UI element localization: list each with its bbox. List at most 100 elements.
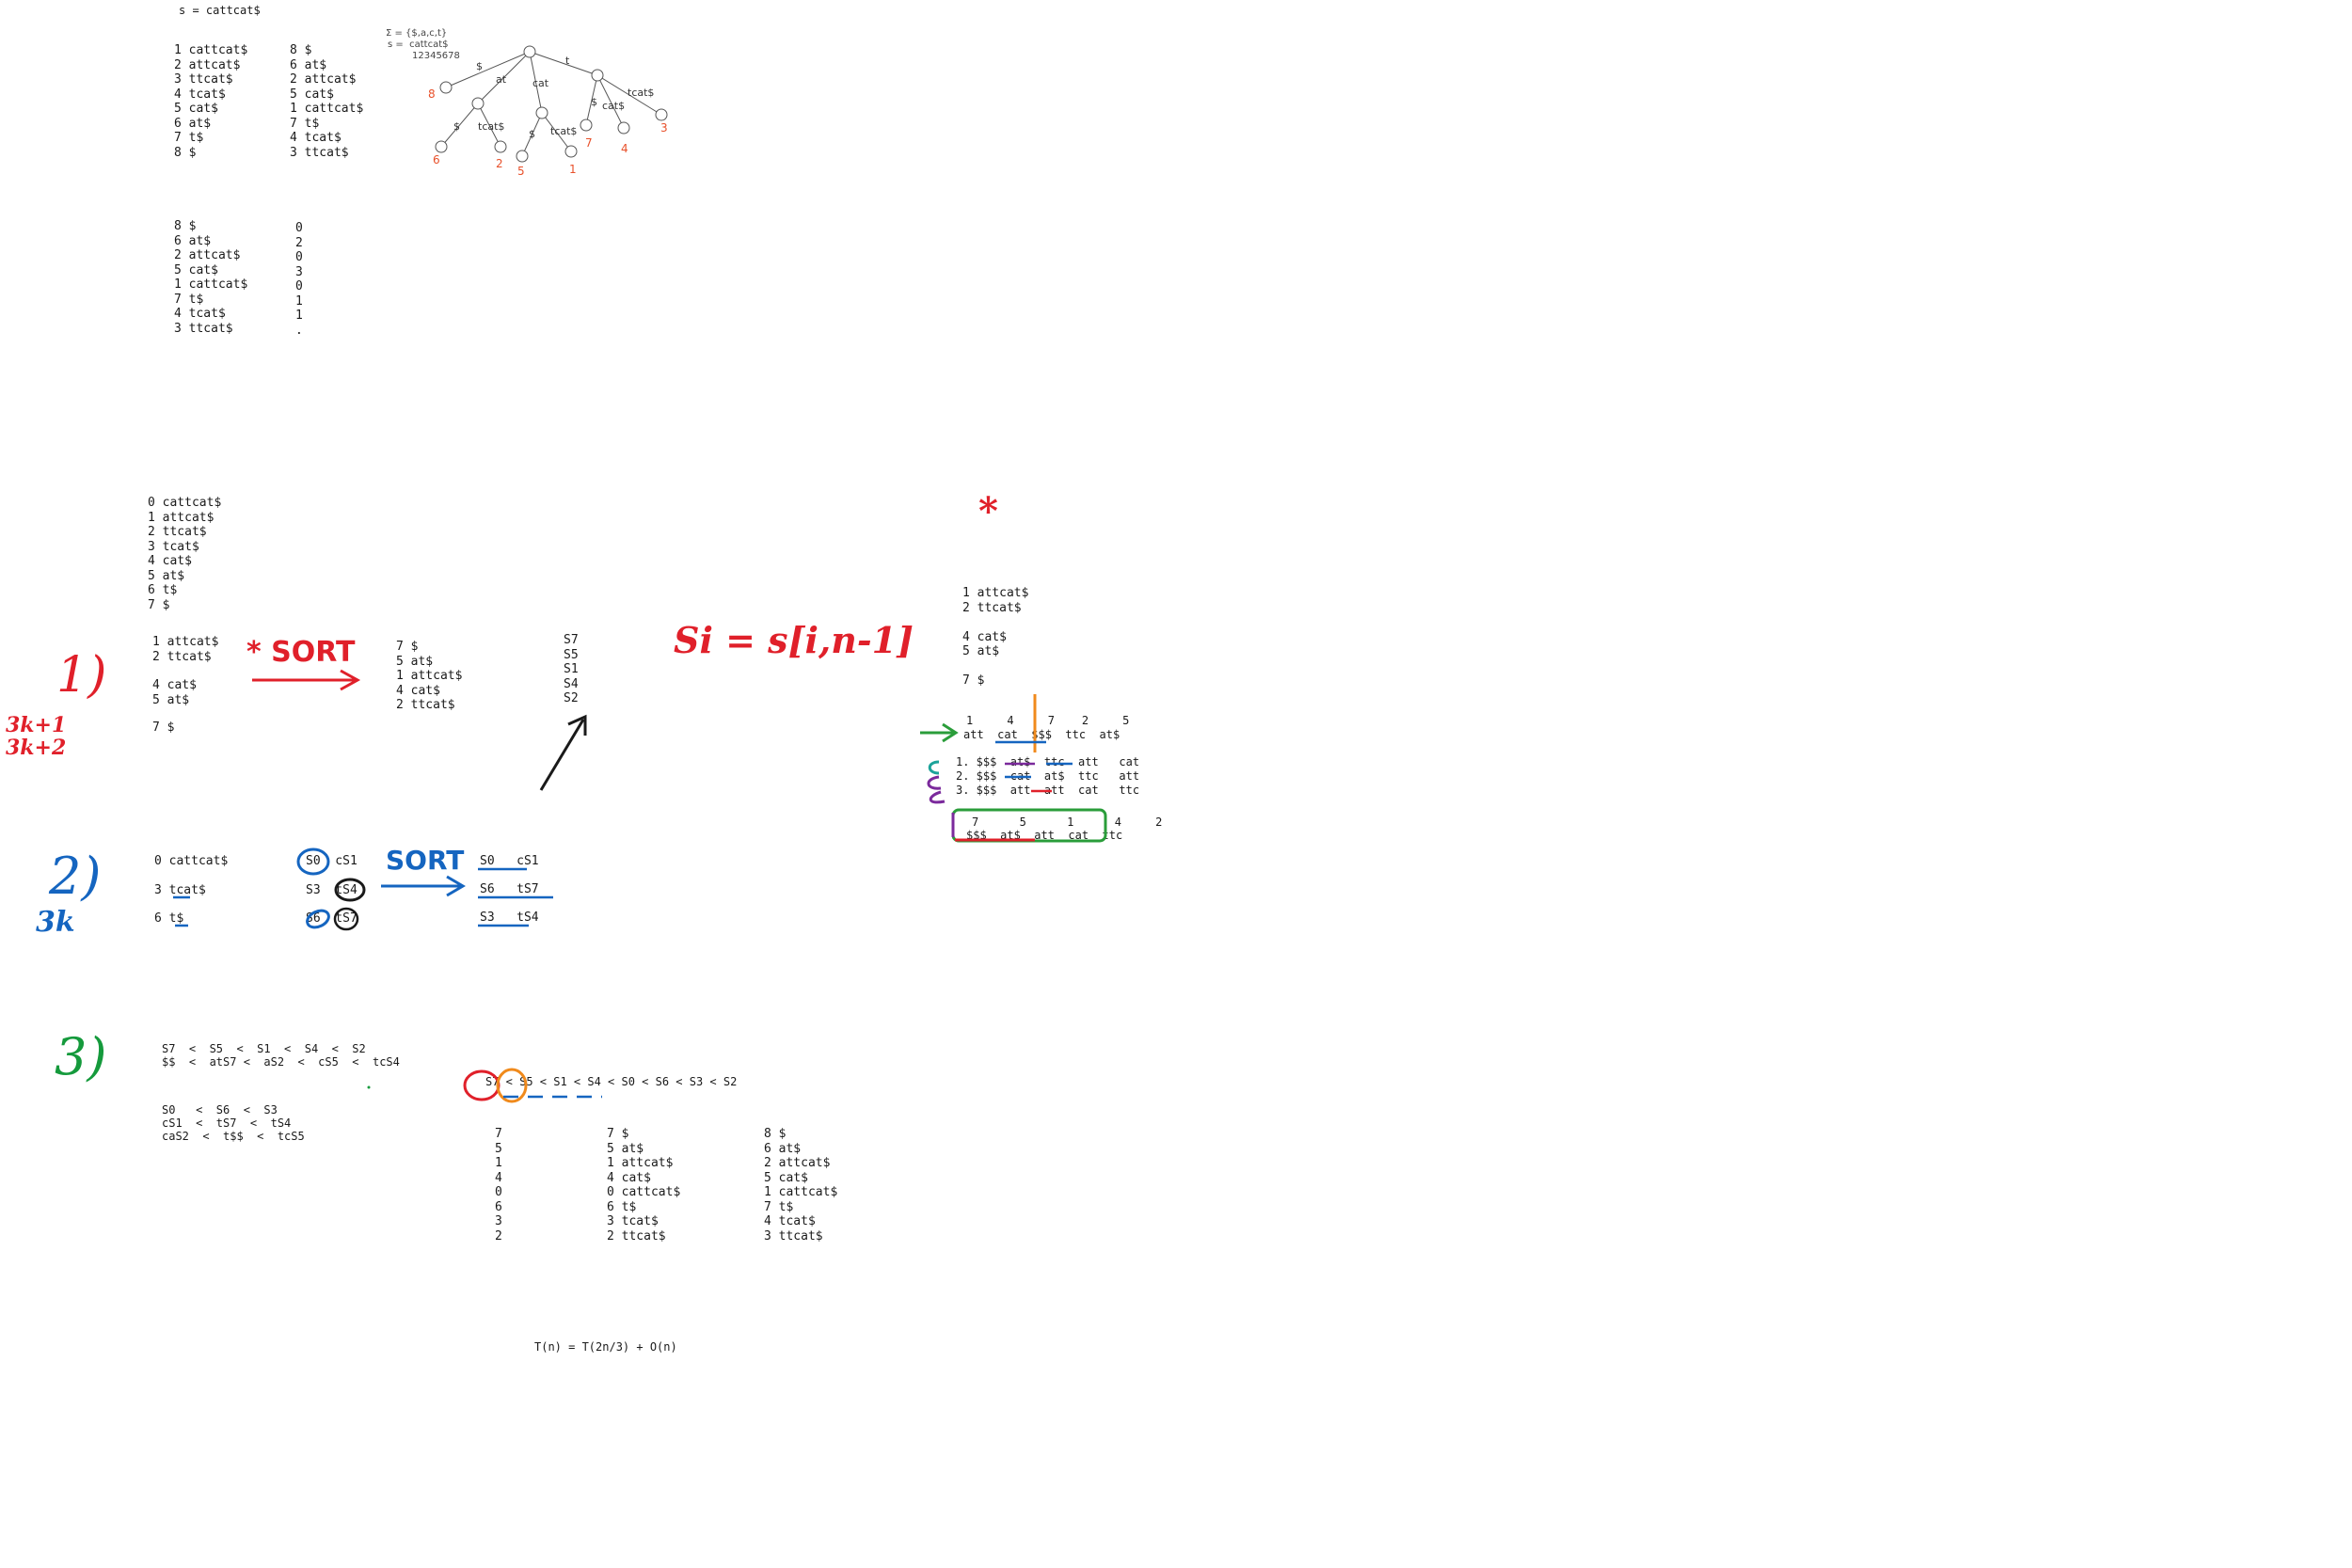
tree-edge-label: t (565, 55, 570, 67)
sorted-suffix-item: 1 cattcat$ (290, 102, 364, 116)
tree-node (516, 150, 529, 163)
step1-sorted-list: 7 $5 at$1 attcat$4 cat$2 ttcat$ (396, 640, 462, 713)
tree-leaf-label: 7 (585, 136, 593, 150)
tree-node (591, 69, 604, 82)
tree-leaf-label: 6 (433, 153, 440, 166)
zero-suffix-item: 2 ttcat$ (148, 525, 207, 539)
tree-leaf-label: 8 (428, 87, 436, 101)
step3-one-item: 5 cat$ (764, 1170, 808, 1185)
step3-zero-item: 1 attcat$ (607, 1156, 674, 1170)
step3-index-item: 3 (495, 1214, 502, 1228)
recurrence: T(n) = T(2n/3) + O(n) (534, 1340, 677, 1354)
tree-edge-label: $ (529, 128, 535, 140)
right-list-item: 2 ttcat$ (962, 600, 1022, 615)
step3-index-item: 0 (495, 1185, 502, 1199)
step2-mod: 3k (36, 906, 75, 939)
tree-leaf-label: 4 (621, 142, 628, 155)
step1-sort-arrow (252, 669, 361, 691)
suffix-item: 3 ttcat$ (174, 72, 233, 87)
step3-merged: S7 < S5 < S1 < S4 < S0 < S6 < S3 < S2 (485, 1075, 738, 1088)
tree-node (435, 140, 448, 153)
step3-index-item: 1 (495, 1156, 502, 1170)
tree-edge-label: $ (453, 120, 460, 133)
tree-string: s = cattcat$ (388, 40, 449, 50)
suffix-list-sorted: 8 $6 at$2 attcat$5 cat$1 cattcat$7 t$4 t… (290, 43, 363, 160)
lcp-suffix-item: 7 t$ (174, 292, 204, 307)
tree-node (535, 106, 548, 119)
green-dot (367, 1085, 371, 1089)
tree-node (617, 121, 630, 135)
step3-zero-item: 5 at$ (607, 1141, 644, 1156)
step3-line3: S0 < S6 < S3 (162, 1103, 278, 1117)
tree-leaf-label: 3 (660, 121, 668, 135)
star-mark: * (978, 489, 998, 533)
step3-index-item: 2 (495, 1228, 502, 1243)
tree-node (580, 119, 593, 132)
step2-pair-0: S0 cS1 (306, 854, 358, 868)
step3-index-item: 6 (495, 1199, 502, 1214)
tree-edge-label: $ (476, 60, 483, 72)
sorted-suffix-item: 6 at$ (290, 57, 327, 72)
zero-suffix-list: 0 cattcat$1 attcat$2 ttcat$3 tcat$4 cat$… (148, 496, 221, 612)
tree-edge-label: tcat$ (550, 125, 577, 137)
tree-node (494, 140, 507, 153)
circle-s7-merged (463, 1069, 501, 1101)
step1-number: 1) (56, 647, 107, 704)
lcp-value-item: 0 (295, 250, 303, 264)
tree-edge-label: $ (591, 96, 597, 108)
step2-sorted-2: S3 tS4 (480, 911, 539, 925)
step3-one-item: 4 tcat$ (764, 1214, 816, 1228)
lcp-value-item: 1 (295, 309, 303, 323)
sorted-suffix-item: 7 t$ (290, 116, 320, 131)
step2-suffix-0: 0 cattcat$ (154, 854, 229, 868)
step3-line5: caS2 < t$$ < tcS5 (162, 1130, 305, 1143)
swirl-marks (927, 760, 946, 804)
lcp-suffix-item: 8 $ (174, 219, 197, 233)
step3-line2: $$ < atS7 < aS2 < cS5 < tcS4 (162, 1055, 400, 1069)
right-row2: 2. $$$ cat at$ ttc att (956, 769, 1140, 783)
step1-sorted-item: 1 attcat$ (396, 669, 463, 683)
right-list-item: 1 attcat$ (962, 586, 1029, 600)
right-list-item: 5 at$ (962, 644, 1000, 658)
step2-suffix-6: 6 t$ (154, 911, 184, 926)
step1-sorted-item: 5 at$ (396, 654, 434, 669)
zero-suffix-item: 7 $ (148, 597, 170, 612)
step3-one-item: 7 t$ (764, 1199, 794, 1214)
tree-edge-label: cat (532, 77, 549, 89)
right-list-item: 4 cat$ (962, 629, 1007, 644)
step1-suffix-item: 5 at$ (152, 692, 190, 707)
zero-suffix-item: 5 at$ (148, 568, 185, 583)
step3-number: 3) (55, 1027, 107, 1086)
lcp-value-item: 0 (295, 279, 303, 293)
lcp-value-item: 0 (295, 221, 303, 235)
step3-one-item: 3 ttcat$ (764, 1228, 823, 1243)
tree-leaf-label: 5 (517, 165, 525, 178)
step1-suffix-item: 1 attcat$ (152, 635, 219, 649)
tree-node (655, 108, 668, 121)
circle-s5-merged (496, 1068, 528, 1103)
step3-zero-col: 7 $5 at$1 attcat$4 cat$0 cattcat$6 t$3 t… (607, 1127, 680, 1243)
step1-sort-label: * SORT (246, 636, 356, 669)
step1-suffix-item: 2 ttcat$ (152, 649, 212, 664)
step3-zero-item: 0 cattcat$ (607, 1185, 681, 1199)
suffix-item: 4 tcat$ (174, 87, 226, 102)
tree-node (439, 81, 453, 94)
step2-sort-arrow (381, 875, 466, 897)
right-final-index: 7 5 1 4 2 (972, 816, 1163, 829)
tree-node (564, 145, 578, 158)
sorted-suffix-item: 2 attcat$ (290, 72, 357, 87)
step1-mod-bot: 3k+2 (6, 736, 67, 760)
step3-zero-item: 3 tcat$ (607, 1214, 659, 1228)
step1-group-b: 4 cat$5 at$ (152, 678, 197, 707)
circle-s7 (333, 907, 359, 931)
lcp-suffix-item: 5 cat$ (174, 262, 218, 277)
step2-sort-label: SORT (386, 845, 465, 876)
tree-node (523, 45, 536, 58)
zero-suffix-item: 3 tcat$ (148, 539, 199, 554)
step2-sorted-0: S0 cS1 (480, 854, 539, 868)
right-arrow-rainbow (920, 722, 959, 743)
step2-pair-3: S3 tS4 (306, 883, 358, 897)
step3-one-item: 8 $ (764, 1127, 787, 1141)
step3-line1: S7 < S5 < S1 < S4 < S2 (162, 1042, 366, 1055)
